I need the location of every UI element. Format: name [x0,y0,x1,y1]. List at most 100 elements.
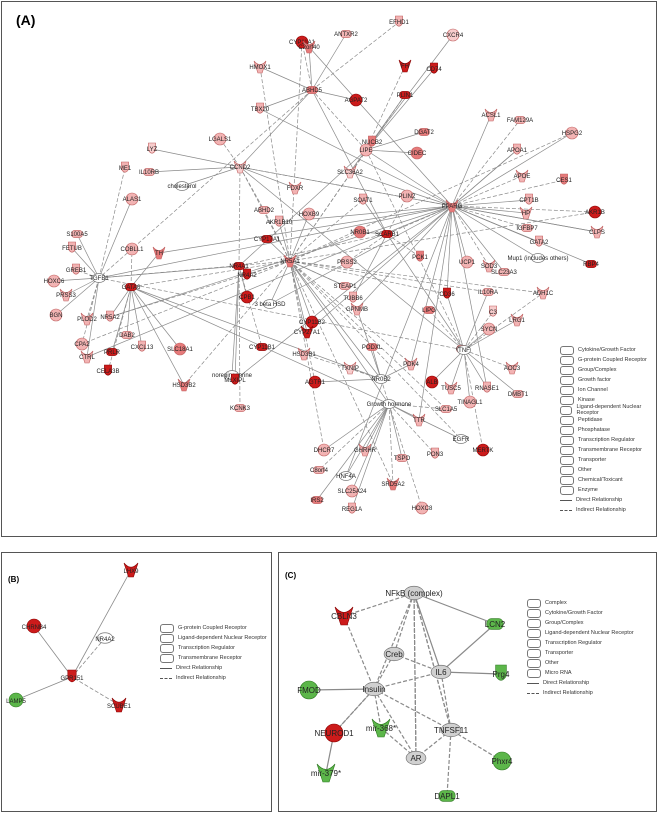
gene-node[interactable]: COBLL1 [120,242,144,256]
gene-node[interactable]: NEUROD1 [314,723,354,743]
gene-node[interactable]: SYCN [481,322,498,336]
gene-node[interactable]: TINAGL1 [457,395,483,409]
gene-node[interactable]: LIPG [422,306,436,314]
gene-node[interactable]: LIPE [359,143,373,157]
gene-node[interactable]: TXNIP [341,361,359,375]
gene-node[interactable]: NR4A2 [95,632,115,644]
gene-node[interactable]: NR5A1 [280,254,300,268]
gene-node[interactable]: GREB1 [66,263,87,275]
gene-node[interactable]: LHX9 [123,562,139,578]
gene-node[interactable]: CHRNB4 [22,618,47,634]
gene-node[interactable]: HOXC6 [44,274,65,288]
gene-node[interactable]: GATA6 [122,283,141,291]
gene-node[interactable]: NR4A1 [229,262,249,270]
gene-node[interactable]: HP [519,206,533,220]
gene-node[interactable]: CYP27A1 [294,325,321,339]
gene-node[interactable]: HSD3B2 [172,378,196,392]
gene-node[interactable]: FH [398,59,412,73]
gene-node[interactable]: CXCL13 [131,340,154,352]
gene-node[interactable]: STEAP1 [333,282,357,290]
gene-node[interactable]: SOAT1 [353,193,373,205]
gene-node[interactable]: IL10RA [478,288,498,296]
gene-node[interactable]: NR0B2 [371,374,391,384]
gene-node[interactable]: IRS2 [310,496,324,504]
gene-node[interactable]: AKR1B [585,205,605,219]
gene-node[interactable]: SLC23A3 [491,268,518,276]
gene-node[interactable]: NR0B1 [350,225,370,239]
gene-node[interactable]: DMBT1 [508,390,529,398]
gene-node[interactable]: EFHD1 [389,15,409,27]
gene-node[interactable]: PLIN2 [399,189,416,203]
gene-node[interactable]: PDK4 [403,357,419,371]
gene-node[interactable]: DAB2 [119,331,135,339]
gene-node[interactable]: C2orf40 [298,40,320,54]
gene-node[interactable]: DAPL1 [434,790,460,802]
gene-node[interactable]: FAM129A [507,116,533,124]
gene-node[interactable]: AKR1B10 [266,215,293,227]
gene-node[interactable]: SLC36A2 [337,165,364,179]
gene-node[interactable]: Prg4 [493,664,510,681]
gene-node[interactable]: LRG1 [509,313,525,327]
gene-node[interactable]: AR [405,750,427,766]
gene-node[interactable]: NUCB2 [362,135,383,147]
gene-node[interactable]: AGPAT2 [345,93,368,107]
gene-node[interactable]: LAMP5 [6,692,26,708]
gene-node[interactable]: ANTXR2 [334,30,358,38]
gene-node[interactable]: TGFB1 [89,273,109,283]
gene-node[interactable]: TH [152,246,166,260]
gene-node[interactable]: PRLR [104,348,121,356]
gene-node[interactable]: IGFBP7 [516,224,538,232]
gene-node[interactable]: REG1A [342,502,362,514]
gene-node[interactable]: LGALS1 [209,132,232,146]
gene-node[interactable]: mir-368* [366,718,396,738]
gene-node[interactable]: BGN [49,308,63,322]
gene-node[interactable]: HSPG2 [562,126,583,140]
gene-node[interactable]: CELA3B [96,364,120,376]
gene-node[interactable]: ME1 [119,161,132,173]
gene-node[interactable]: EGFR [453,434,470,444]
gene-node[interactable]: NFkB (complex) [385,585,443,601]
gene-node[interactable]: CYP11B2 [299,315,326,329]
gene-node[interactable]: CPB1 [239,290,255,304]
gene-node[interactable]: C8orf4 [310,466,329,474]
gene-node[interactable]: LCN2 [485,618,506,630]
gene-node[interactable]: GATA2 [530,235,549,247]
gene-node[interactable]: Creb [383,646,405,662]
gene-node[interactable]: DHCR7 [314,443,335,457]
gene-node[interactable]: TNFSF11 [434,722,469,738]
gene-node[interactable]: CBLN3 [331,606,357,626]
gene-node[interactable]: HOXC8 [412,501,433,515]
gene-node[interactable]: CIDEC [408,146,427,160]
gene-node[interactable]: DGAT2 [414,128,434,136]
gene-node[interactable]: APOE [514,169,531,183]
gene-node[interactable]: mir-379* [311,763,341,783]
gene-node[interactable]: C3 [489,305,497,317]
gene-node[interactable]: ABHD2 [254,206,275,214]
gene-node[interactable]: HMOX1 [249,60,271,74]
gene-node[interactable]: Insulin [362,681,386,697]
gene-node[interactable]: IL10RB [139,168,159,176]
gene-node[interactable]: HOXB9 [299,207,320,221]
gene-node[interactable]: AOC3 [504,361,521,375]
gene-node[interactable]: PON3 [427,447,444,459]
gene-node[interactable]: HSD3B1 [292,347,316,361]
gene-node[interactable]: PPARG [442,199,463,213]
gene-node[interactable]: RNASE1 [475,381,500,393]
gene-node[interactable]: TUBB6 [343,291,363,303]
gene-node[interactable]: SRD5A2 [381,477,405,491]
gene-node[interactable]: FMOD [297,680,321,700]
gene-node[interactable]: TSPO [394,454,411,462]
gene-node[interactable]: ALAS1 [123,192,142,206]
gene-node[interactable]: PLOD2 [77,312,97,326]
gene-node[interactable]: TBX20 [251,102,270,114]
gene-node[interactable]: CCND2 [230,160,251,174]
gene-node[interactable]: CXCR4 [443,28,464,42]
gene-node[interactable]: CES1 [556,173,572,185]
gene-node[interactable]: NR5A2 [100,310,120,322]
gene-node[interactable]: PCK1 [412,250,428,262]
gene-node[interactable]: ADH1C [533,286,554,300]
gene-node[interactable]: LYZ [147,142,158,154]
gene-node[interactable]: cholesterol [167,181,197,191]
gene-node[interactable]: Phxr4 [492,751,513,771]
gene-node[interactable]: CPT1B [519,193,539,205]
